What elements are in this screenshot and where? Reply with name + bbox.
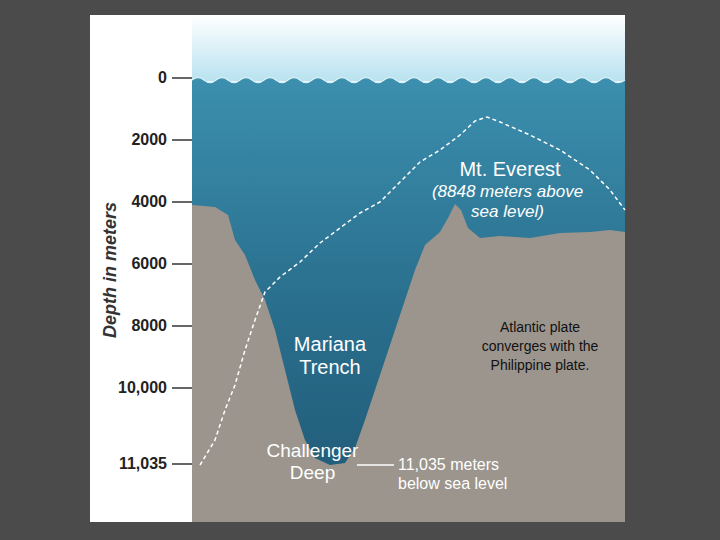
panel xyxy=(90,15,625,522)
everest-outline xyxy=(200,117,625,465)
sky xyxy=(192,15,625,81)
depth-note: 11,035 meters below sea level xyxy=(398,455,528,493)
feature-label: Challenger Deep xyxy=(255,440,370,484)
feature-label: Mt. Everest xyxy=(445,157,575,181)
ocean-water xyxy=(192,78,625,523)
axis-value: 4000 xyxy=(87,192,167,212)
wave-line xyxy=(192,78,625,83)
height-note: (8848 meters above sea level) xyxy=(425,182,590,222)
axis-value: 0 xyxy=(87,68,167,88)
axis-title: Depth in meters xyxy=(98,170,122,370)
seabed xyxy=(192,204,625,522)
leader-line xyxy=(357,464,394,466)
axis-ticks xyxy=(172,78,192,464)
axis-value: 6000 xyxy=(87,254,167,274)
axis-value: 11,035 xyxy=(87,454,167,474)
plate-note: Atlantic plate converges with the Philip… xyxy=(470,318,610,375)
axis-value: 8000 xyxy=(87,316,167,336)
axis-value: 2000 xyxy=(87,130,167,150)
feature-label: Mariana Trench xyxy=(280,333,380,379)
axis-value: 10,000 xyxy=(87,378,167,398)
